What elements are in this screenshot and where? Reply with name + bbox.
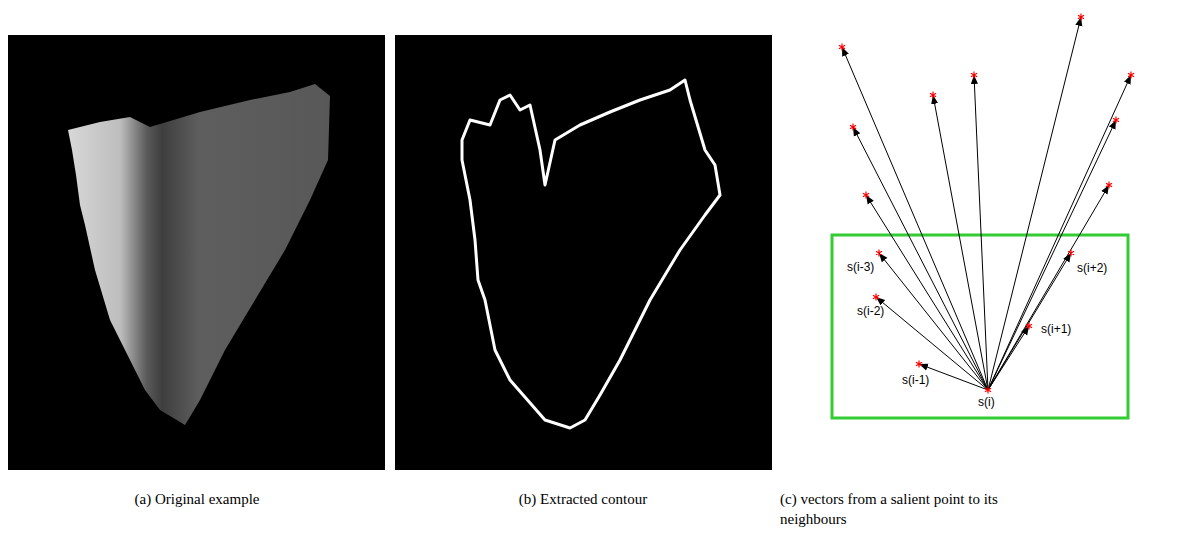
vector-arrow — [876, 297, 988, 390]
point-marker — [1078, 14, 1084, 21]
point-marker — [873, 294, 879, 301]
point-label: s(i+2) — [1076, 262, 1108, 274]
vector-arrow — [988, 120, 1116, 390]
point-label: s(i-1) — [901, 374, 930, 386]
point-marker — [1068, 250, 1074, 257]
vector-arrow — [988, 253, 1071, 390]
vector-arrow — [866, 195, 988, 390]
point-marker — [1026, 323, 1032, 330]
point-marker — [839, 44, 845, 51]
leaf-image — [68, 84, 330, 425]
panel-caption: (a) Original example — [135, 490, 260, 510]
point-label: s(i) — [977, 396, 996, 408]
vector-arrow — [974, 75, 988, 390]
point-marker — [1113, 117, 1119, 124]
point-marker — [850, 124, 856, 131]
vector-arrow — [842, 47, 988, 390]
point-label: s(i-2) — [856, 305, 885, 317]
point-marker — [985, 387, 991, 394]
image-panel — [395, 35, 772, 470]
vector-arrow — [879, 253, 988, 390]
vector-arrow — [988, 17, 1081, 390]
point-marker — [876, 250, 882, 257]
point-marker — [863, 192, 869, 199]
vector-arrow — [988, 326, 1029, 390]
point-marker — [971, 72, 977, 79]
point-marker — [930, 92, 936, 99]
vector-arrow — [988, 75, 1131, 390]
point-label: s(i+1) — [1040, 323, 1072, 335]
contour-line — [462, 80, 720, 428]
point-marker — [916, 361, 922, 368]
panel-caption: (c) vectors from a salient point to its … — [780, 490, 1020, 529]
point-marker — [1128, 72, 1134, 79]
panel-caption: (b) Extracted contour — [519, 490, 647, 510]
image-panel — [8, 35, 385, 470]
neighbour-window — [832, 235, 1128, 418]
point-marker — [1106, 182, 1112, 189]
point-label: s(i-3) — [846, 261, 875, 273]
vector-arrow — [988, 185, 1109, 390]
vector-arrow — [853, 127, 988, 390]
